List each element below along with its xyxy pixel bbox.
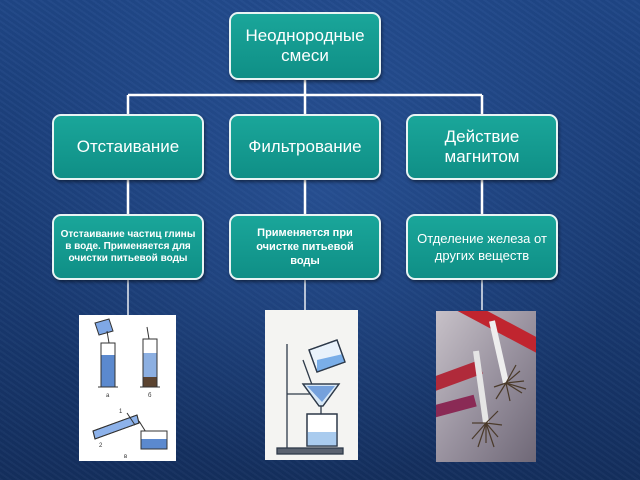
svg-text:1: 1 <box>119 409 123 415</box>
filtration-illustration <box>265 310 358 460</box>
root-label: Неоднородные смеси <box>245 26 365 65</box>
method-label-settling: Отстаивание <box>76 137 180 156</box>
description-filtration: Применяется при очистке питьевой воды <box>256 227 354 267</box>
description-magnet: Отделение железа от других веществ <box>417 231 547 263</box>
filter-funnel-icon <box>276 339 346 455</box>
root-node: Неоднородные смеси <box>229 12 381 80</box>
svg-text:в: в <box>124 454 127 460</box>
method-label-filtration: Фильтрование <box>248 137 362 156</box>
method-node-settling: Отстаивание <box>52 114 204 180</box>
beakers-icon: а б 1 2 в <box>92 318 168 460</box>
settling-illustration: а б 1 2 в <box>79 315 176 461</box>
method-node-filtration: Фильтрование <box>229 114 381 180</box>
svg-text:а: а <box>106 393 110 399</box>
magnet-illustration <box>436 311 536 462</box>
method-label-magnet: Действие магнитом <box>444 127 520 166</box>
method-node-magnet: Действие магнитом <box>406 114 558 180</box>
description-node-magnet: Отделение железа от других веществ <box>406 214 558 280</box>
svg-text:б: б <box>148 393 152 399</box>
svg-text:2: 2 <box>99 443 103 449</box>
description-settling: Отстаивание частиц глины в воде. Применя… <box>60 229 196 264</box>
description-node-filtration: Применяется при очистке питьевой воды <box>229 214 381 280</box>
magnet-icon <box>436 311 536 462</box>
description-node-settling: Отстаивание частиц глины в воде. Применя… <box>52 214 204 280</box>
